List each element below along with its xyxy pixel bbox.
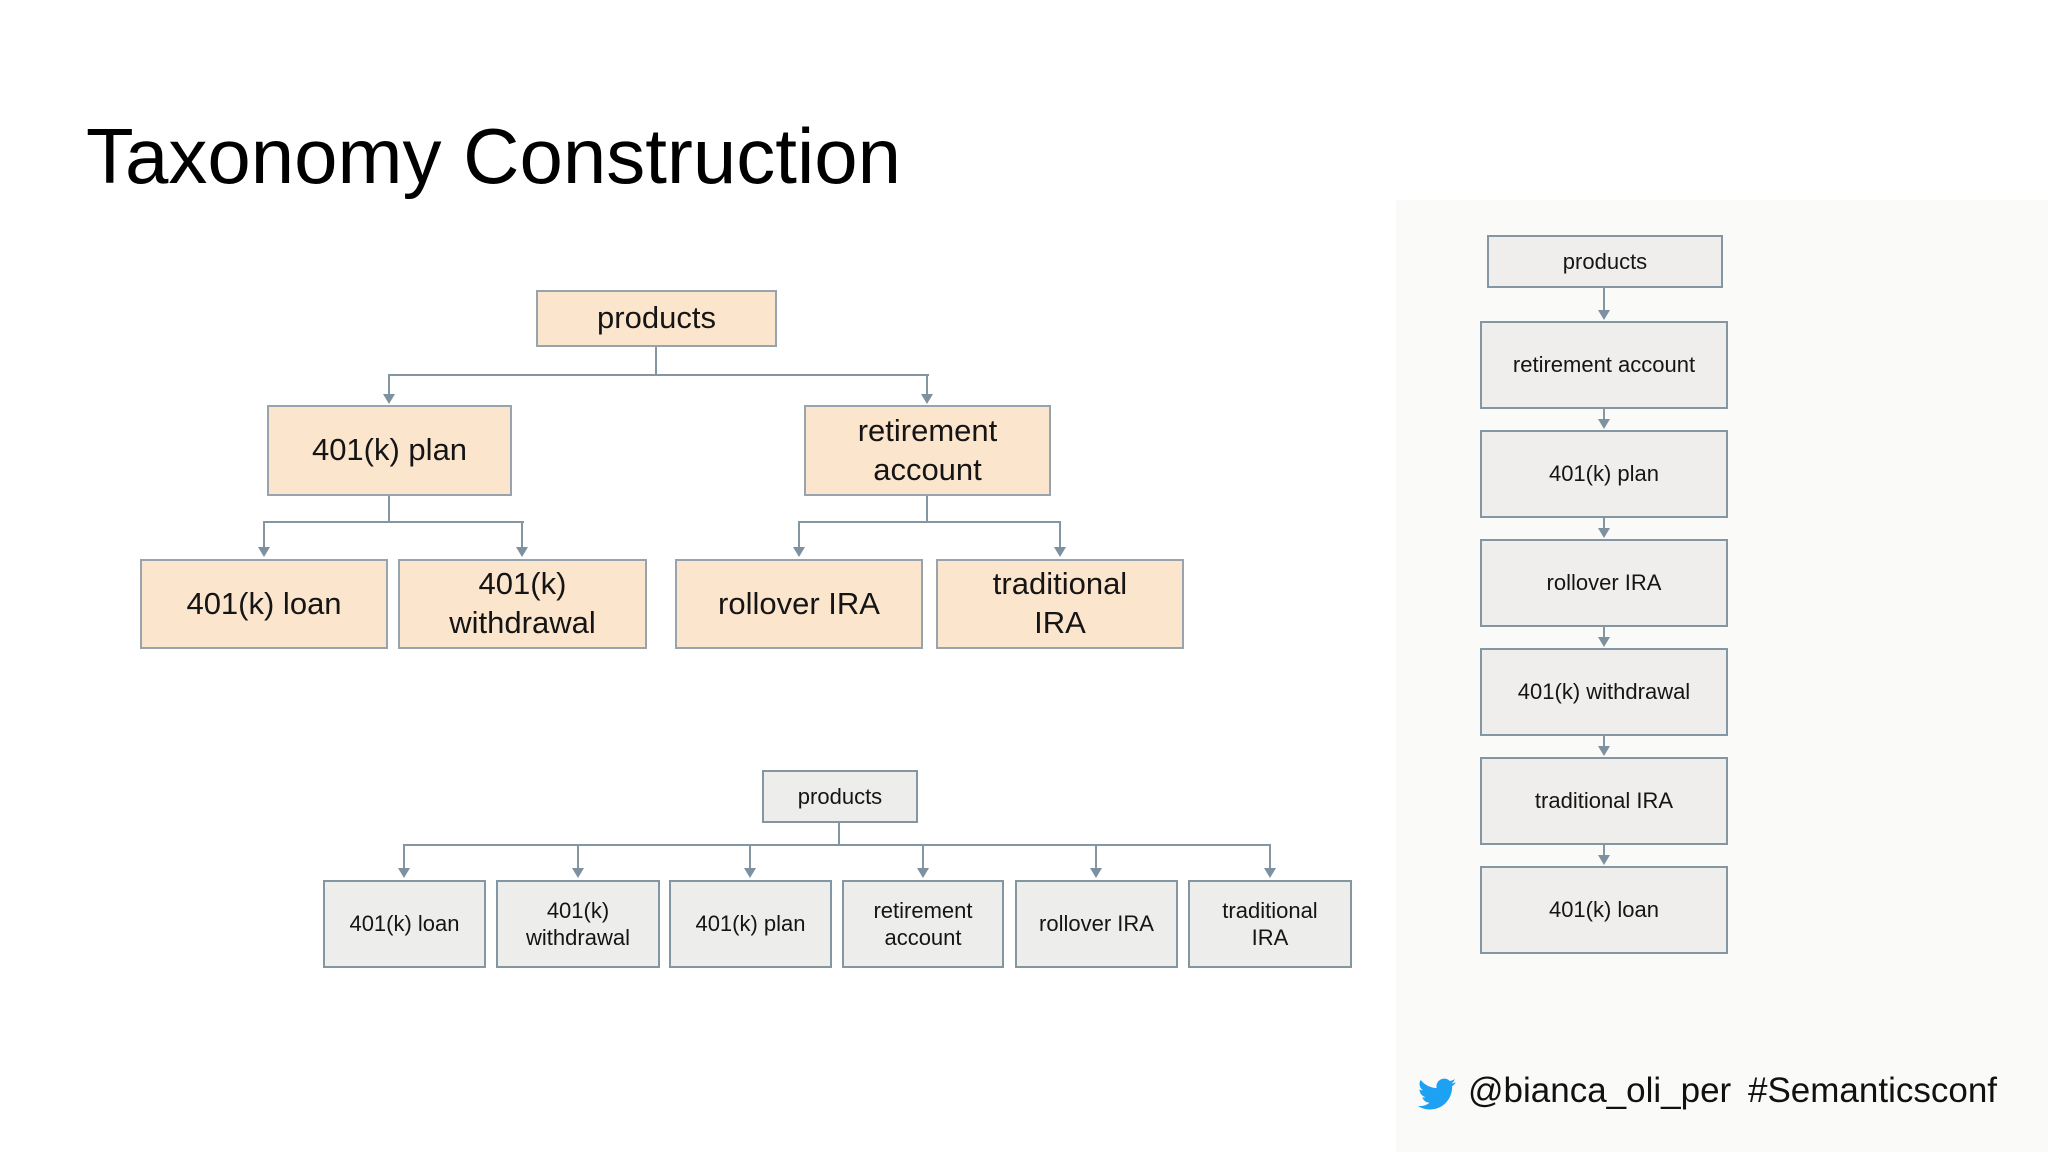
chain-node-401k-loan: 401(k) loan xyxy=(1480,866,1728,954)
arrow-down-icon xyxy=(744,868,756,878)
arrow-down-icon xyxy=(1598,419,1610,429)
arrow-down-icon xyxy=(1090,868,1102,878)
connector-line xyxy=(1059,523,1061,548)
arrow-down-icon xyxy=(1598,310,1610,320)
hier-node-retirement-account: retirement account xyxy=(804,405,1051,496)
connector-line xyxy=(749,846,751,868)
arrow-down-icon xyxy=(398,868,410,878)
flat-node-401k-withdrawal: 401(k) withdrawal xyxy=(496,880,660,968)
connector-line xyxy=(1603,409,1605,420)
flat-node-rollover-ira: rollover IRA xyxy=(1015,880,1178,968)
arrow-down-icon xyxy=(383,394,395,404)
connector-line xyxy=(388,496,390,523)
twitter-bird-icon xyxy=(1418,1078,1457,1110)
connector-line xyxy=(798,523,800,548)
connector-line xyxy=(1603,845,1605,856)
arrow-down-icon xyxy=(1598,528,1610,538)
chain-node-rollover-ira: rollover IRA xyxy=(1480,539,1728,627)
connector-line xyxy=(1603,627,1605,638)
hier-node-401k-withdrawal: 401(k) withdrawal xyxy=(398,559,647,649)
connector-line xyxy=(838,823,840,845)
connector-line xyxy=(1095,846,1097,868)
chain-node-products: products xyxy=(1487,235,1723,288)
arrow-down-icon xyxy=(917,868,929,878)
flat-node-traditional-ira: traditional IRA xyxy=(1188,880,1352,968)
arrow-down-icon xyxy=(921,394,933,404)
flat-node-retirement-account: retirement account xyxy=(842,880,1004,968)
arrow-down-icon xyxy=(1598,855,1610,865)
page-title: Taxonomy Construction xyxy=(86,112,902,200)
arrow-down-icon xyxy=(1264,868,1276,878)
hier-node-products: products xyxy=(536,290,777,347)
connector-line xyxy=(388,376,390,395)
hier-node-traditional-ira: traditional IRA xyxy=(936,559,1184,649)
connector-line xyxy=(926,376,928,395)
arrow-down-icon xyxy=(1598,637,1610,647)
connector-line xyxy=(388,374,929,376)
flat-node-products: products xyxy=(762,770,918,823)
arrow-down-icon xyxy=(572,868,584,878)
connector-line xyxy=(1603,736,1605,747)
arrow-down-icon xyxy=(258,547,270,557)
connector-line xyxy=(1269,846,1271,868)
connector-line xyxy=(521,523,523,548)
arrow-down-icon xyxy=(1054,547,1066,557)
twitter-handle: @bianca_oli_per xyxy=(1468,1071,1732,1110)
arrow-down-icon xyxy=(1598,746,1610,756)
connector-line xyxy=(655,347,657,375)
connector-line xyxy=(1603,288,1605,311)
connector-line xyxy=(403,846,405,868)
chain-node-retirement-account: retirement account xyxy=(1480,321,1728,409)
chain-node-401k-withdrawal: 401(k) withdrawal xyxy=(1480,648,1728,736)
hashtag: #Semanticsconf xyxy=(1748,1071,1998,1110)
arrow-down-icon xyxy=(516,547,528,557)
connector-line xyxy=(577,846,579,868)
connector-line xyxy=(403,844,1271,846)
connector-line xyxy=(263,521,524,523)
connector-line xyxy=(1603,518,1605,529)
hier-node-401k-plan: 401(k) plan xyxy=(267,405,512,496)
connector-line xyxy=(922,846,924,868)
chain-node-traditional-ira: traditional IRA xyxy=(1480,757,1728,845)
hier-node-rollover-ira: rollover IRA xyxy=(675,559,923,649)
chain-node-401k-plan: 401(k) plan xyxy=(1480,430,1728,518)
connector-line xyxy=(263,523,265,548)
arrow-down-icon xyxy=(793,547,805,557)
connector-line xyxy=(798,521,1061,523)
flat-node-401k-loan: 401(k) loan xyxy=(323,880,486,968)
connector-line xyxy=(926,496,928,523)
hier-node-401k-loan: 401(k) loan xyxy=(140,559,388,649)
flat-node-401k-plan: 401(k) plan xyxy=(669,880,832,968)
